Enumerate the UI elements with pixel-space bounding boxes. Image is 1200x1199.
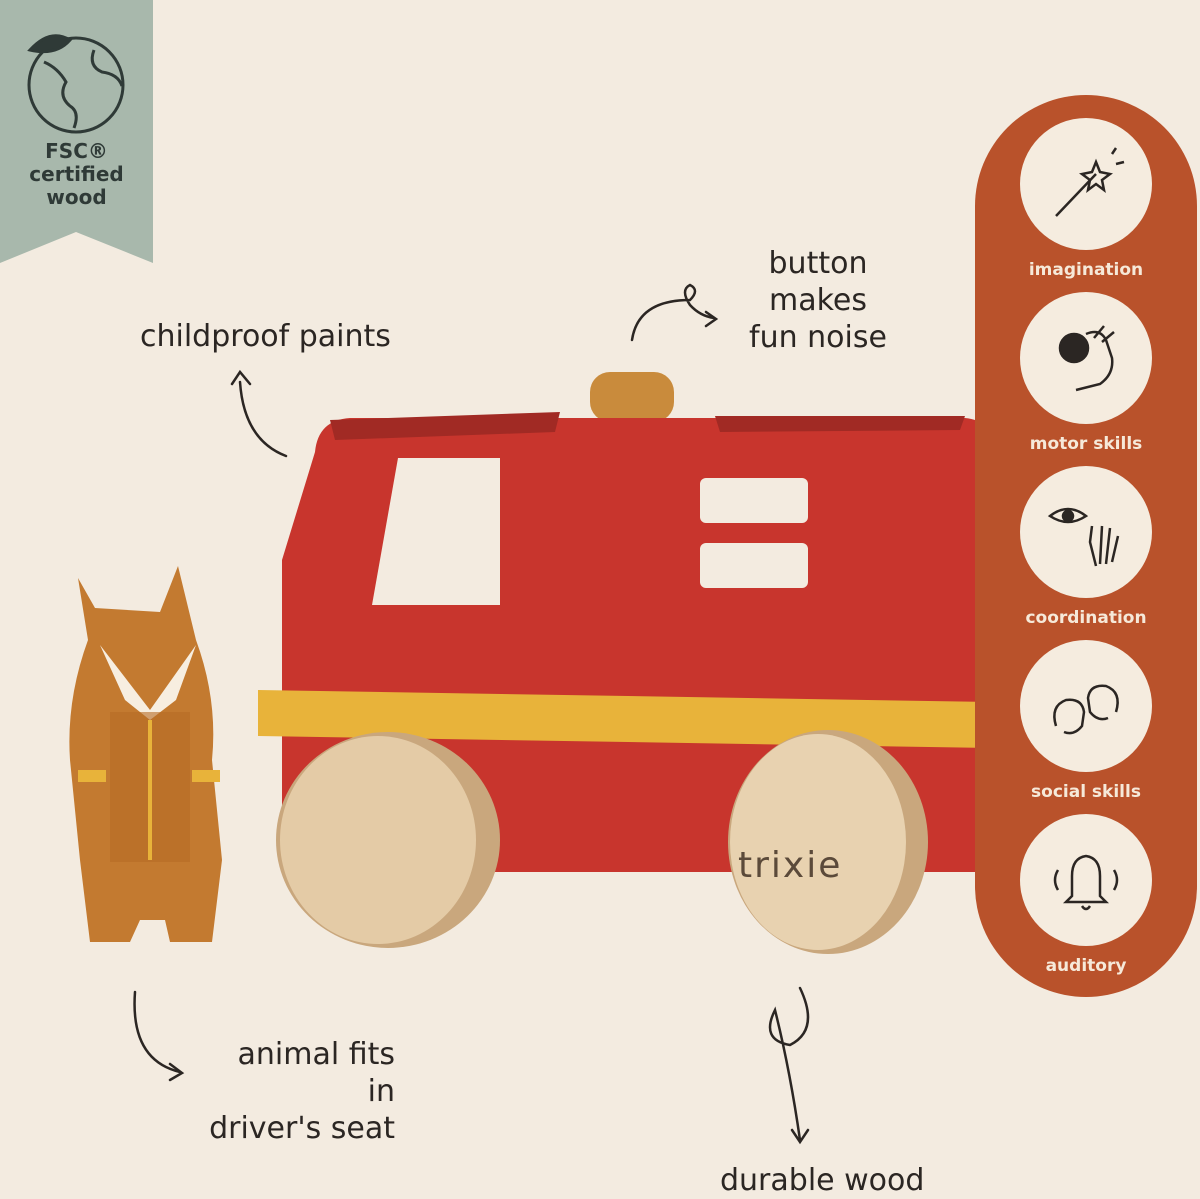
- fox-figure: [69, 566, 222, 942]
- benefit-motor-skills: motor skills: [975, 292, 1197, 454]
- callout-childproof-paints: childproof paints: [140, 319, 391, 354]
- truck-vent-bottom: [700, 543, 808, 588]
- callout-animal-seat: animal fits in driver's seat: [209, 1037, 395, 1146]
- arrow-paints: [238, 380, 288, 458]
- globe-leaf-icon: [27, 34, 125, 134]
- wheel-right: [728, 730, 928, 954]
- bell-icon: [1053, 854, 1119, 911]
- hand-grab-icon: [1058, 325, 1115, 392]
- two-faces-icon: [1053, 684, 1119, 735]
- callout-durable-wood: durable wood: [720, 1163, 925, 1198]
- benefit-imagination: imagination: [975, 118, 1197, 280]
- benefit-social-skills: social skills: [975, 640, 1197, 802]
- benefits-panel: imagination motor skills coordination so…: [975, 95, 1197, 997]
- fsc-label: FSC® certified wood: [29, 139, 124, 209]
- magic-wand-icon: [1055, 147, 1125, 217]
- benefit-auditory: auditory: [975, 814, 1197, 976]
- truck-vent-top: [700, 478, 808, 523]
- truck-window: [372, 458, 500, 605]
- callout-button-noise: button makes fun noise: [749, 246, 887, 355]
- truck-siren-button: [590, 372, 674, 422]
- wheel-logo: trixie: [738, 845, 843, 886]
- fsc-badge: [0, 0, 153, 263]
- benefit-coordination: coordination: [975, 466, 1197, 628]
- wheel-left: [276, 732, 500, 948]
- eye-hand-icon: [1047, 507, 1120, 567]
- callout-arrows: [133, 283, 810, 1145]
